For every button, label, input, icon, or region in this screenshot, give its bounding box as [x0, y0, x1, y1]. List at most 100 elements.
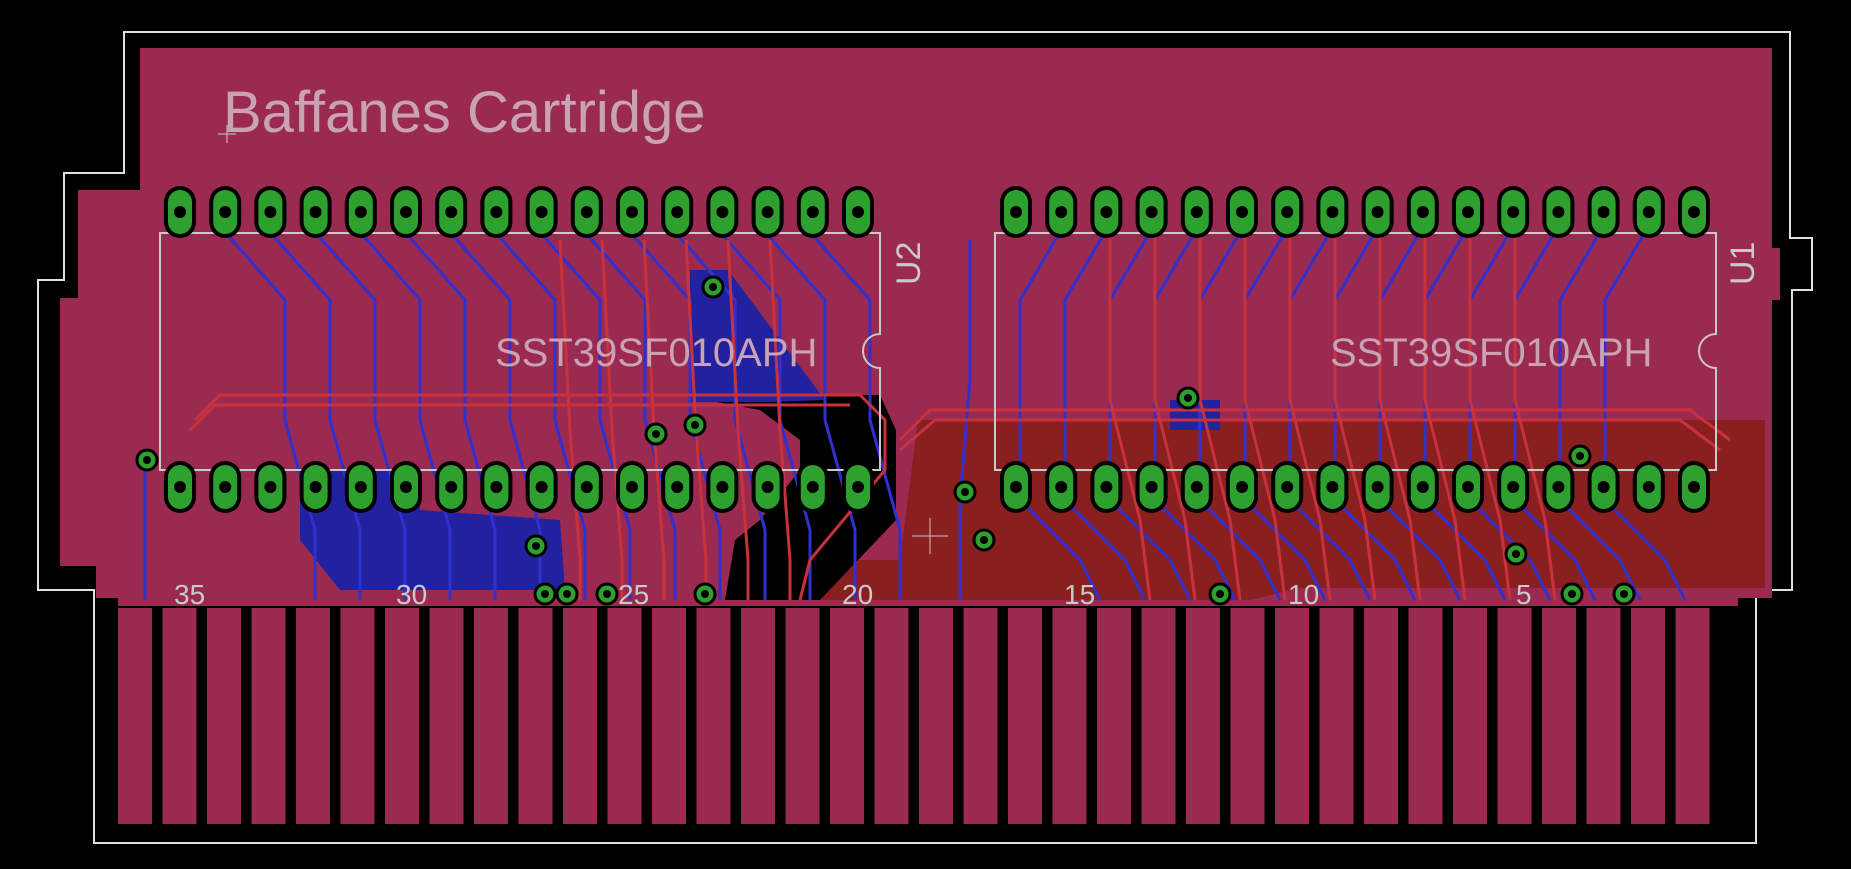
top-layer-traces — [188, 232, 1731, 601]
trace-bottom — [358, 231, 452, 600]
ic-pad — [480, 186, 513, 238]
via-drill — [1576, 452, 1584, 460]
ic-pad-drill — [1416, 481, 1429, 493]
ic-pad-drill — [264, 481, 277, 493]
trace-top — [1243, 232, 1287, 601]
ic-pad — [616, 461, 648, 513]
edge-finger — [830, 608, 864, 824]
ic-pad — [751, 186, 784, 238]
ic-pad-drill — [1462, 206, 1474, 218]
ic-pad-drill — [1552, 481, 1565, 493]
ic-pad-drill — [1597, 206, 1610, 218]
edge-finger — [1542, 608, 1576, 824]
ic-pad-drill — [1326, 481, 1339, 493]
via-drill — [1184, 394, 1192, 402]
trace-top — [1333, 232, 1377, 601]
edge-finger — [696, 608, 731, 824]
ic-pad-drill — [174, 481, 186, 493]
via — [1560, 582, 1584, 606]
ic-pad-drill — [1552, 206, 1565, 218]
edge-finger — [1408, 608, 1443, 824]
ic-pad — [299, 461, 332, 513]
ic-pad-drill — [1462, 481, 1474, 493]
ic-pad — [570, 186, 603, 238]
ic-pad-drill — [535, 206, 548, 218]
edge-finger — [1008, 608, 1042, 824]
trace-bottom — [958, 240, 972, 600]
ic-pad-drill — [309, 206, 322, 218]
trace-bottom — [763, 231, 857, 600]
trace-bottom — [403, 231, 497, 600]
ic-pad — [1497, 461, 1530, 513]
via-drill — [1216, 590, 1224, 598]
u1-value-label: SST39SF010APH — [1330, 331, 1652, 375]
edge-finger — [518, 608, 553, 824]
trace-top — [1378, 232, 1422, 601]
ic-pad — [1406, 186, 1439, 238]
ic-pad — [1406, 461, 1439, 513]
trace-bottom — [223, 231, 317, 600]
ic-pad — [344, 186, 377, 238]
ic-pad — [1497, 186, 1530, 238]
ic-pad — [480, 461, 513, 513]
ic-pad — [1045, 461, 1078, 513]
ic-pad-drill — [490, 481, 503, 493]
u2-value-label: SST39SF010APH — [495, 331, 817, 375]
board-outline — [37, 31, 1813, 844]
ic-pad-drill — [490, 206, 503, 218]
ic-pad-drill — [1100, 206, 1113, 218]
via-drill — [980, 536, 988, 544]
edge-finger — [607, 608, 642, 824]
ic-pad — [1226, 461, 1258, 513]
edge-finger — [1230, 608, 1265, 824]
edge-finger — [1186, 608, 1220, 824]
trace-bottom — [538, 231, 632, 600]
ic-pad — [1316, 461, 1349, 513]
via-drill — [709, 283, 717, 291]
ic-pad-drill — [354, 206, 367, 218]
ic-pad — [1678, 186, 1710, 238]
ic-pad — [1632, 186, 1665, 238]
ic-pad — [435, 186, 468, 238]
ic-pad — [1632, 461, 1665, 513]
edge-finger — [563, 608, 597, 824]
ic-pad — [1587, 186, 1620, 238]
ic-pad — [570, 461, 603, 513]
via — [972, 528, 996, 552]
via — [953, 480, 977, 504]
ic-pad-drill — [1281, 481, 1294, 493]
ic-pad — [1000, 461, 1032, 513]
ic-pad — [1678, 461, 1710, 513]
edge-finger — [1052, 608, 1087, 824]
edge-finger — [1631, 608, 1665, 824]
ic-pad — [1587, 461, 1620, 513]
edge-label-30: 30 — [396, 579, 427, 610]
ic-pad-drill — [1416, 206, 1429, 218]
via-drill — [701, 590, 709, 598]
ic-pad — [1271, 461, 1304, 513]
ic-pad — [435, 461, 468, 513]
via — [135, 448, 159, 472]
via — [683, 413, 707, 437]
ic-pad — [1180, 461, 1213, 513]
edge-label-35: 35 — [174, 579, 205, 610]
ic-pad — [1226, 186, 1258, 238]
ic-pad — [796, 186, 829, 238]
edge-finger — [874, 608, 909, 824]
ic-pad-drill — [219, 206, 232, 218]
ic-pad — [1135, 461, 1168, 513]
trace-top — [768, 239, 792, 600]
ic-pad-drill — [1145, 206, 1158, 218]
via — [533, 582, 557, 606]
edge-finger — [207, 608, 241, 824]
trace-top — [1288, 232, 1332, 601]
vias — [135, 275, 1636, 606]
ic-pad-drill — [852, 481, 864, 493]
ic-pad-drill — [445, 206, 458, 218]
via-drill — [961, 488, 969, 496]
ic-pad — [525, 186, 558, 238]
via-drill — [1620, 590, 1628, 598]
ic-pad-drill — [309, 481, 322, 493]
ic-pad-drill — [1055, 206, 1068, 218]
ic-pad-drill — [1010, 481, 1022, 493]
